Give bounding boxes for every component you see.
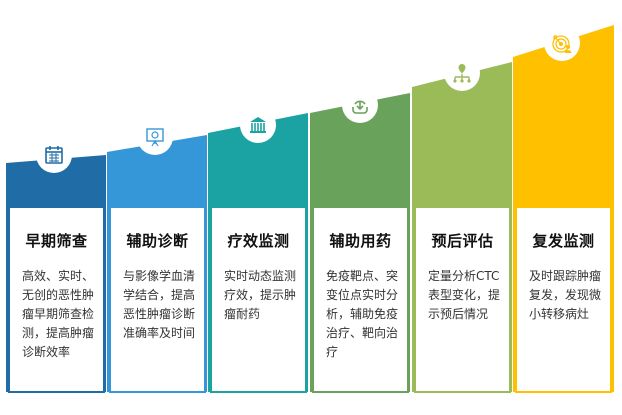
stage-card-auxiliary-diagnosis: 辅助诊断 与影像学血清学结合，提高恶性肿瘤诊断准确率及时间 <box>109 206 206 393</box>
calendar-icon <box>36 137 72 173</box>
stage-description: 及时跟踪肿瘤复发，发现微小转移病灶 <box>529 269 602 321</box>
stage-description: 与影像学血清学结合，提高恶性肿瘤诊断准确率及时间 <box>123 269 196 340</box>
target-user-icon <box>544 25 580 61</box>
presentation-board-icon <box>137 119 173 155</box>
stage-card-early-screening: 早期筛查 高效、实时、无创的恶性肿瘤早期筛查检测，提高肿瘤诊断效率 <box>8 206 105 393</box>
stage-card-prognosis-evaluation: 预后评估 定量分析CTC表型变化，提示预后情况 <box>414 206 511 393</box>
stage-title: 疗效监测 <box>227 232 290 250</box>
stage-description: 实时动态监测疗效，提示肿瘤耐药 <box>224 269 297 321</box>
stage-card-recurrence-monitoring: 复发监测 及时跟踪肿瘤复发，发现微小转移病灶 <box>515 206 612 393</box>
stage-description: 高效、实时、无创的恶性肿瘤早期筛查检测，提高肿瘤诊断效率 <box>22 269 95 359</box>
stage-title: 预后评估 <box>431 232 494 250</box>
bank-building-icon <box>240 107 276 143</box>
stage-title: 复发监测 <box>532 232 595 250</box>
stage-card-auxiliary-medication: 辅助用药 免疫靶点、突变位点实时分析，辅助免疫治疗、靶向治疗 <box>312 206 409 393</box>
download-cloud-icon <box>342 87 378 123</box>
stage-title: 辅助用药 <box>329 232 392 250</box>
stage-description: 定量分析CTC表型变化，提示预后情况 <box>428 269 501 321</box>
stage-title: 早期筛查 <box>25 232 88 250</box>
stage-card-efficacy-monitoring: 疗效监测 实时动态监测疗效，提示肿瘤耐药 <box>210 206 307 393</box>
stage-title: 辅助诊断 <box>126 232 189 250</box>
stage-description: 免疫靶点、突变位点实时分析，辅助免疫治疗、靶向治疗 <box>326 269 399 359</box>
location-network-icon <box>444 55 480 91</box>
